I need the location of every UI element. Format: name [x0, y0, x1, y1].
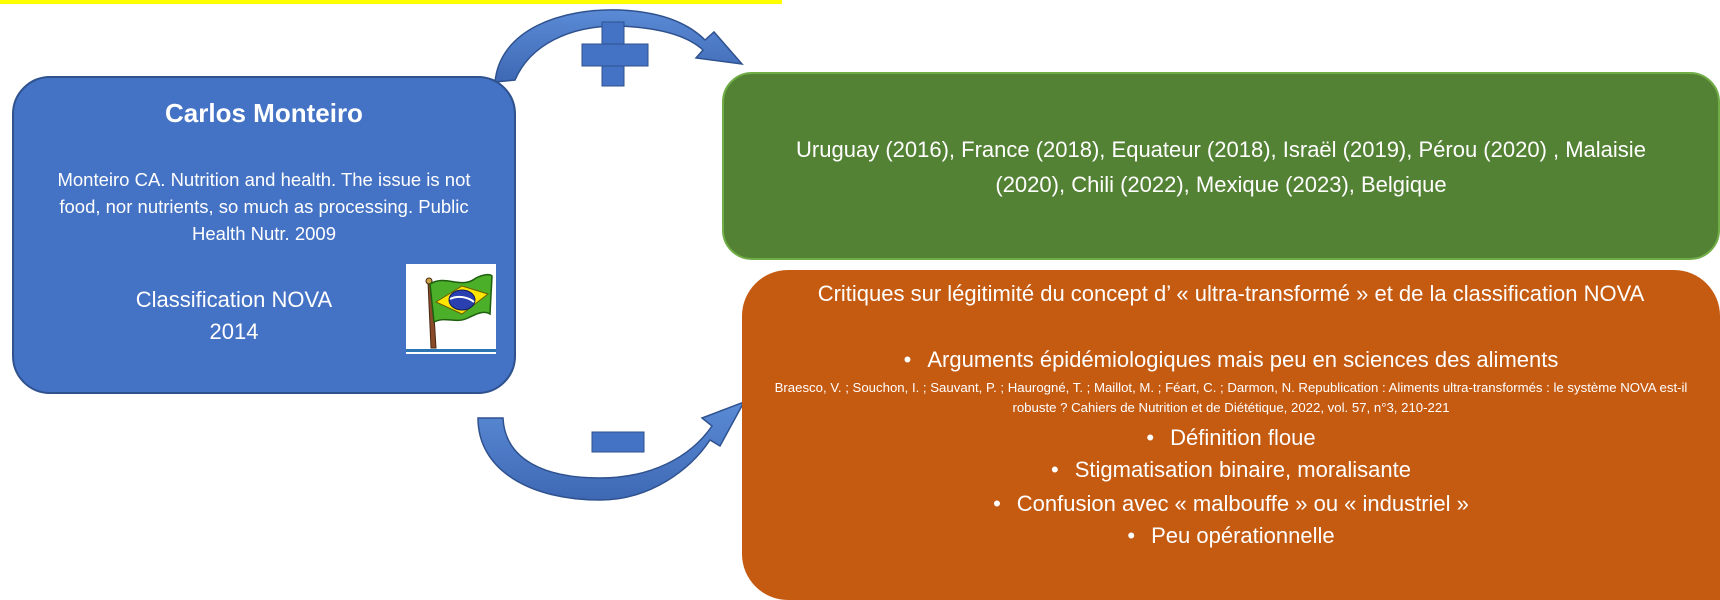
critiques-reference: Braesco, V. ; Souchon, I. ; Sauvant, P. … [774, 380, 1688, 415]
critiques-heading: Critiques sur légitimité du concept d’ «… [817, 281, 1645, 306]
curved-arrow-down [477, 400, 746, 501]
bullet-icon: • [903, 347, 912, 372]
countries-box: Uruguay (2016), France (2018), Equateur … [722, 72, 1720, 260]
bullet-icon: • [1127, 523, 1136, 548]
countries-list: Uruguay (2016), France (2018), Equateur … [796, 137, 1646, 197]
bullet-icon: • [993, 491, 1001, 516]
critiques-box: Critiques sur légitimité du concept d’ «… [742, 270, 1720, 600]
nova-classification: Classification NOVA 2014 [135, 287, 333, 344]
plus-icon [581, 21, 649, 87]
highlight-bar [0, 0, 782, 4]
minus-icon [591, 431, 645, 453]
bullet-operationnelle: •Peu opérationnelle [742, 520, 1720, 552]
brazil-flag-icon [406, 264, 496, 354]
bullet-icon: • [1051, 457, 1059, 482]
monteiro-box: Carlos Monteiro Monteiro CA. Nutrition a… [12, 76, 516, 394]
curved-arrow-up [494, 9, 744, 83]
bullet-definition: •Définition floue [742, 422, 1720, 454]
bullet-icon: • [1146, 425, 1155, 450]
monteiro-title: Carlos Monteiro [165, 98, 363, 128]
bullet-stigmatisation: •Stigmatisation binaire, moralisante [742, 454, 1720, 486]
bullet-arguments: •Arguments épidémiologiques mais peu en … [742, 344, 1720, 376]
monteiro-reference: Monteiro CA. Nutrition and health. The i… [57, 169, 471, 244]
bullet-confusion: •Confusion avec « malbouffe » ou « indus… [742, 488, 1720, 520]
